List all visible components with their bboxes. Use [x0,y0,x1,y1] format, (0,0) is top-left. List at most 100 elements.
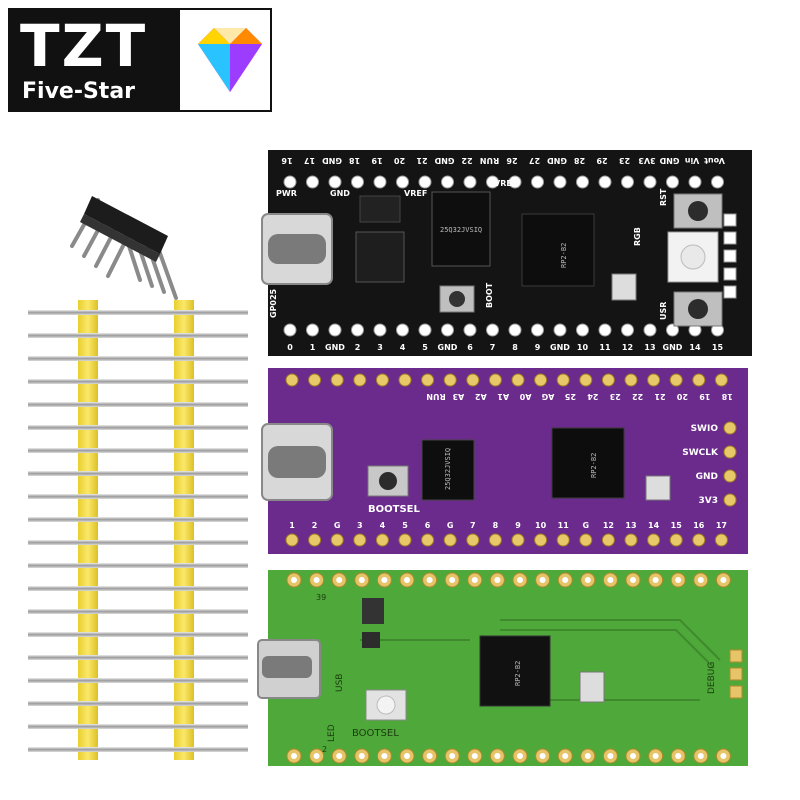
black-top-pin-row [283,175,724,189]
purple-bottom-pin-label: 11 [558,521,570,530]
header-pin [28,471,152,476]
pin-hole [598,175,612,189]
black-bottom-pin-label: 7 [490,343,496,352]
purple-bottom-pin-label: 9 [515,521,521,530]
header-pin [28,494,152,499]
pin-hole [308,533,322,547]
pin-hole [441,175,454,189]
black-top-pin-label: 16 [281,156,293,165]
pin-hole [353,533,367,547]
black-bottom-pin-label: GND [663,343,683,352]
pin-hole [723,469,737,483]
rp2040-mcu-purple [551,427,625,499]
header-pin [124,471,248,476]
usr-label: USR [659,302,668,320]
black-bottom-pin-label: 14 [689,343,701,352]
purple-top-pin-label: A3 [453,392,465,401]
side-pad [723,213,737,227]
purple-bottom-pin-label: 4 [380,521,386,530]
green-bottom-castellations [286,748,731,764]
black-bottom-pin-label: 15 [712,343,724,352]
header-pin [124,678,248,683]
pin-hole [601,533,615,547]
header-pin [124,609,248,614]
black-top-pin-label: 3V3 [638,156,655,165]
pin-hole [443,533,457,547]
purple-top-pin-label: RUN [426,392,445,401]
purple-top-pin-label: 22 [632,392,643,401]
header-pin [124,310,248,315]
header-pin [28,448,152,453]
pin-hole [556,373,570,387]
black-top-pin-label: GND [659,156,679,165]
bootsel-label-purple: BOOTSEL [368,504,420,515]
pin-hole [624,533,638,547]
purple-side-pin-row [723,421,737,507]
purple-bottom-pin-label: G [583,521,590,530]
rst-label: RST [659,188,668,206]
purple-bottom-pin-label: 14 [648,521,660,530]
led-silk-label: LED [327,724,337,742]
purple-bottom-pin-label: 5 [402,521,408,530]
pin-hole [330,533,344,547]
flash-chip [431,191,491,267]
pin-hole [534,373,548,387]
header-pin [28,517,152,522]
pin-hole [398,533,412,547]
pin-hole [508,175,522,189]
pin-hole [669,373,683,387]
gp025-label: GP025 [269,288,278,318]
black-top-pin-label: 29 [596,156,608,165]
pin-hole [511,373,525,387]
black-top-pin-label: GND [434,156,454,165]
pin-hole [463,175,477,189]
purple-top-pin-row [285,373,728,387]
header-pin [124,632,248,637]
pin-hole [373,323,387,337]
black-bottom-pin-label: 9 [535,343,541,352]
header-pin [28,379,152,384]
pin-hole [666,175,679,189]
black-top-pin-label: Vout [704,156,725,165]
black-bottom-pin-label: 1 [310,343,316,352]
purple-side-pin-label: SWCLK [682,448,719,458]
pin-hole [647,373,661,387]
pin-hole [714,373,728,387]
header-pin [28,402,152,407]
gnd-silk-label: GND [330,189,350,198]
green-top-castellations [286,572,731,588]
header-pin [124,586,248,591]
purple-bottom-pin-row [285,533,728,547]
pin-hole [511,533,525,547]
pwr-label: PWR [276,189,297,198]
pin-hole [647,533,661,547]
purple-top-pin-label: A1 [497,392,509,401]
black-rp2040-board: 25Q32JVSIQ RP2-B2 VREF VREF RST USR BOOT… [261,150,752,356]
pin-hole [396,175,409,189]
pin-hole [308,373,322,387]
pin-header-strip-2 [124,300,248,760]
black-mcu-label: RP2-B2 [560,243,568,268]
diamond-icon [198,28,262,92]
black-flash-label: 25Q32JVSIQ [440,226,482,234]
pin-hole [692,533,706,547]
pin-hole [466,533,480,547]
black-bottom-pin-label: 10 [577,343,589,352]
black-top-pin-label: RUN [480,156,499,165]
pin-hole [351,175,364,189]
pin-hole [723,445,737,459]
debug-pad [729,649,743,663]
bootsel-silk-label: BOOTSEL [352,728,399,739]
header-pin [28,425,152,430]
header-pin [124,448,248,453]
black-top-pin-label: GND [322,156,342,165]
black-bottom-pin-label: 3 [377,343,383,352]
header-pin [28,678,152,683]
header-pin [28,310,152,315]
pin-hole [486,175,499,189]
pin-hole [531,323,544,337]
pin-hole [398,373,412,387]
pin-hole [486,323,499,337]
pin-hole [463,323,477,337]
pin-hole [375,373,389,387]
